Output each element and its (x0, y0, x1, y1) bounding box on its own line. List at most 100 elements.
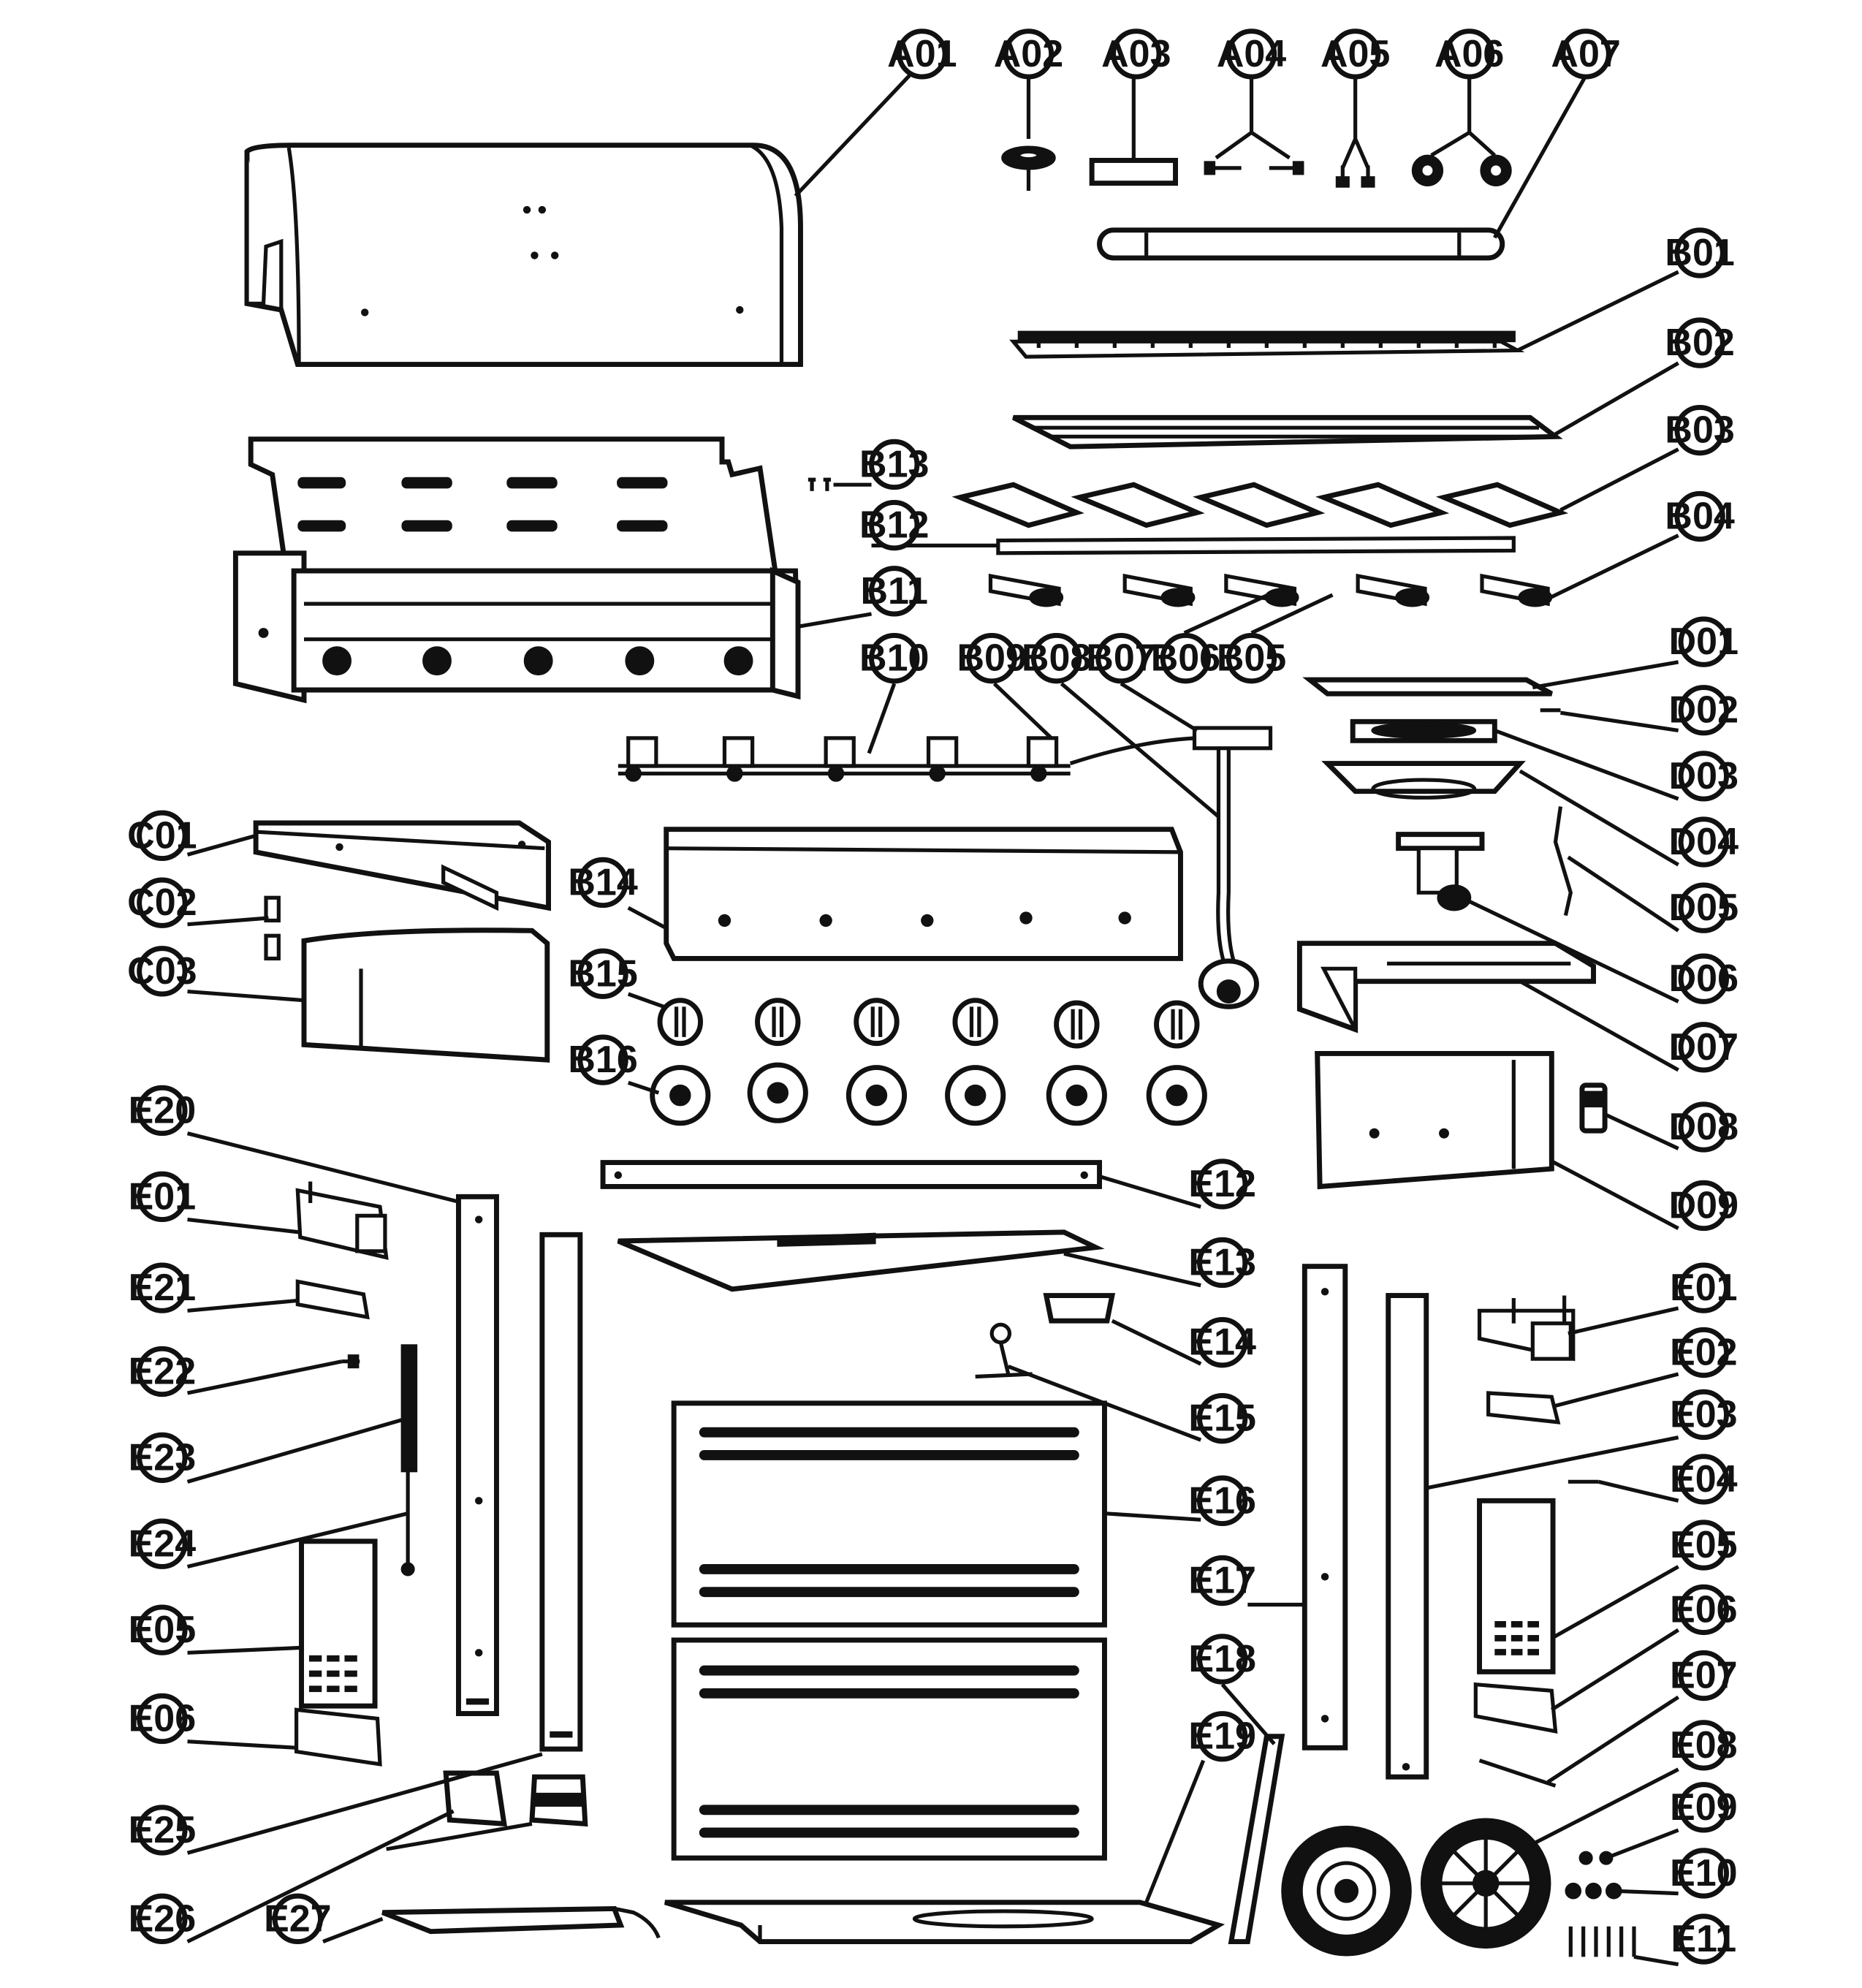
lid-hood (244, 143, 803, 368)
svg-text:B09: B09 (957, 637, 1026, 680)
svg-text:B06: B06 (1151, 637, 1220, 680)
callout-E12: E12 (1188, 1158, 1256, 1210)
svg-text:E26: E26 (129, 1897, 197, 1940)
svg-text:E06: E06 (1670, 1588, 1738, 1631)
svg-text:E24: E24 (129, 1522, 197, 1565)
door-handle-rod (400, 1344, 418, 1577)
callout-E16: E16 (1188, 1475, 1256, 1526)
callout-E02: E02 (1670, 1327, 1738, 1378)
firebox-screws (808, 477, 832, 491)
tank-hook (975, 1322, 1033, 1379)
svg-text:E23: E23 (129, 1436, 197, 1479)
callout-B04: B04 (1665, 490, 1735, 542)
callout-E24: E24 (129, 1518, 197, 1569)
callout-E15: E15 (1188, 1393, 1256, 1444)
callout-D08: D08 (1669, 1101, 1738, 1153)
callout-A07: A07 (1551, 29, 1621, 80)
igniter-wire (1553, 806, 1573, 917)
callout-E27: E27 (264, 1893, 332, 1944)
svg-text:E09: E09 (1670, 1786, 1738, 1829)
svg-text:E18: E18 (1188, 1638, 1256, 1680)
callout-D02: D02 (1669, 685, 1738, 736)
svg-text:E22: E22 (129, 1351, 197, 1393)
svg-text:B14: B14 (568, 861, 637, 903)
left-hinge-bracket (295, 1181, 389, 1260)
svg-text:E16: E16 (1188, 1479, 1256, 1522)
svg-text:B10: B10 (859, 637, 929, 680)
part-drawings (232, 143, 1636, 1957)
callout-D01: D01 (1669, 616, 1738, 667)
callout-E17: E17 (1188, 1555, 1256, 1606)
svg-text:A07: A07 (1551, 33, 1620, 75)
control-panel (664, 827, 1183, 961)
svg-text:E05: E05 (129, 1609, 197, 1651)
svg-text:A01: A01 (887, 33, 957, 75)
callout-A05: A05 (1320, 29, 1390, 80)
cart-rear-rail (381, 1905, 661, 1939)
left-cart-legs (456, 1194, 583, 1752)
svg-text:E27: E27 (264, 1897, 332, 1940)
cooking-grate (1012, 414, 1563, 449)
callout-E08: E08 (1670, 1720, 1738, 1771)
svg-text:B07: B07 (1086, 637, 1155, 680)
right-hinge-brackets (1477, 1295, 1576, 1362)
svg-text:B04: B04 (1665, 496, 1734, 538)
callout-E26: E26 (129, 1893, 197, 1944)
callout-B07: B07 (1086, 633, 1156, 684)
callout-D09: D09 (1669, 1180, 1738, 1232)
cart-doors (671, 1400, 1107, 1861)
callout-E13: E13 (1188, 1237, 1256, 1289)
callout-A02: A02 (994, 29, 1063, 80)
svg-text:C03: C03 (127, 950, 197, 993)
callout-B09: B09 (957, 633, 1027, 684)
cart-bottom-panel (664, 1900, 1226, 1944)
svg-text:D03: D03 (1669, 755, 1738, 797)
callouts: A01 A02 A03 A04 A05 A06 A07 B01 B02 B03 … (127, 29, 1738, 1965)
svg-text:E25: E25 (129, 1809, 197, 1851)
right-caster-bracket (1473, 1682, 1558, 1734)
callout-E01-left: E01 (129, 1171, 196, 1223)
svg-text:E14: E14 (1188, 1321, 1256, 1364)
callout-B11: B11 (860, 566, 928, 617)
svg-text:B16: B16 (568, 1039, 637, 1081)
callout-E18: E18 (1188, 1634, 1256, 1685)
svg-text:B03: B03 (1665, 409, 1734, 452)
svg-text:E06: E06 (129, 1697, 197, 1740)
callout-E19: E19 (1188, 1711, 1256, 1762)
callout-E06-right: E06 (1670, 1584, 1738, 1636)
callout-E03: E03 (1670, 1389, 1738, 1441)
svg-text:E03: E03 (1670, 1393, 1738, 1435)
callout-C02: C02 (127, 877, 197, 928)
handle-end-caps (1411, 154, 1512, 187)
svg-text:E12: E12 (1188, 1163, 1256, 1205)
callout-E04: E04 (1670, 1454, 1738, 1505)
callout-B12: B12 (859, 500, 929, 551)
callout-E09: E09 (1670, 1782, 1738, 1833)
callout-B15: B15 (568, 948, 638, 999)
svg-text:A06: A06 (1434, 33, 1504, 75)
svg-text:E13: E13 (1188, 1241, 1256, 1283)
warming-rack (1009, 330, 1525, 359)
callout-E05-right: E05 (1670, 1520, 1738, 1571)
wheel-axle (1478, 1759, 1557, 1788)
svg-text:B12: B12 (859, 504, 929, 547)
svg-text:B05: B05 (1217, 637, 1286, 680)
gas-manifold-valves (618, 736, 1071, 782)
grease-cup (1043, 1293, 1116, 1324)
svg-text:A02: A02 (994, 33, 1063, 75)
lid-thermometer (1001, 145, 1056, 191)
svg-text:A04: A04 (1217, 33, 1286, 75)
callout-B16: B16 (568, 1034, 638, 1085)
hardware-fasteners (1565, 1851, 1636, 1957)
callout-D07: D07 (1669, 1022, 1738, 1073)
callout-D05: D05 (1669, 882, 1738, 933)
svg-text:B11: B11 (860, 570, 928, 612)
lid-handle (1097, 227, 1505, 261)
callout-E25: E25 (129, 1805, 197, 1856)
svg-text:E11: E11 (1671, 1918, 1737, 1960)
knob-bezels (650, 1062, 1207, 1126)
svg-text:E07: E07 (1670, 1655, 1738, 1697)
svg-text:D04: D04 (1669, 821, 1738, 863)
callout-E20: E20 (129, 1085, 196, 1137)
